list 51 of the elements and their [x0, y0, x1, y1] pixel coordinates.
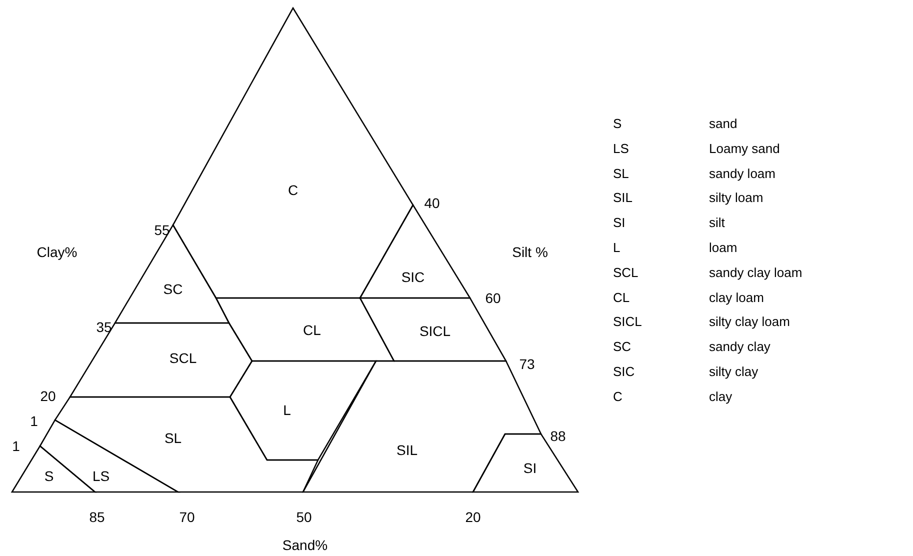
- tick-label: 85: [89, 509, 105, 525]
- tick-label: 1: [12, 438, 20, 454]
- legend-abbreviation: SIC: [613, 364, 635, 380]
- region-label: S: [44, 468, 54, 484]
- region-label: SL: [164, 430, 182, 446]
- legend-abbreviation: SICL: [613, 314, 642, 330]
- tick-label: 60: [485, 290, 501, 306]
- tick-label: 20: [40, 388, 56, 404]
- axis-title: Silt %: [512, 244, 548, 260]
- legend-description: silty clay loam: [709, 314, 790, 330]
- region-label: SI: [523, 460, 537, 476]
- region-label: SC: [163, 281, 183, 297]
- legend-abbreviation: SC: [613, 339, 632, 356]
- legend-abbreviation: C: [613, 388, 622, 405]
- legend-abbreviation: SCL: [613, 264, 638, 281]
- region-label: SIL: [396, 442, 418, 458]
- tick-label: 40: [424, 195, 440, 211]
- legend-description: sand: [709, 116, 738, 132]
- legend-description: sandy clay loam: [709, 264, 802, 281]
- legend-abbreviation: CL: [613, 290, 630, 306]
- region-label: L: [283, 402, 291, 418]
- tick-label: 50: [296, 509, 312, 525]
- legend-description: silty loam: [709, 190, 764, 206]
- legend-abbreviation: SL: [613, 166, 629, 182]
- legend-abbreviation: SIL: [613, 190, 633, 206]
- tick-label: 1: [30, 413, 38, 429]
- tick-label: 73: [519, 356, 535, 372]
- legend-description: silty clay: [709, 364, 758, 380]
- legend-abbreviation: S: [613, 116, 622, 132]
- legend-description: silt: [709, 215, 725, 232]
- region-label: C: [288, 182, 298, 198]
- tick-label: 88: [550, 428, 566, 444]
- legend-description: sandy clay: [709, 339, 770, 356]
- legend-abbreviation: SI: [613, 215, 626, 232]
- region-label: SIC: [401, 269, 425, 285]
- legend-description: clay: [709, 388, 732, 405]
- axis-title: Sand%: [282, 537, 328, 553]
- region-label: SICL: [419, 323, 451, 339]
- tick-label: 70: [179, 509, 195, 525]
- legend-abbreviation: L: [613, 240, 620, 256]
- legend-description: clay loam: [709, 290, 764, 306]
- tick-label: 35: [96, 319, 112, 335]
- region-label: CL: [303, 322, 321, 338]
- legend-abbreviation: LS: [613, 140, 629, 157]
- tick-label: 20: [465, 509, 481, 525]
- region-label: LS: [92, 468, 110, 484]
- legend-description: Loamy sand: [709, 140, 780, 157]
- region-label: SCL: [169, 350, 197, 366]
- legend-description: sandy loam: [709, 166, 776, 182]
- legend-description: loam: [709, 240, 738, 256]
- axis-title: Clay%: [36, 244, 78, 260]
